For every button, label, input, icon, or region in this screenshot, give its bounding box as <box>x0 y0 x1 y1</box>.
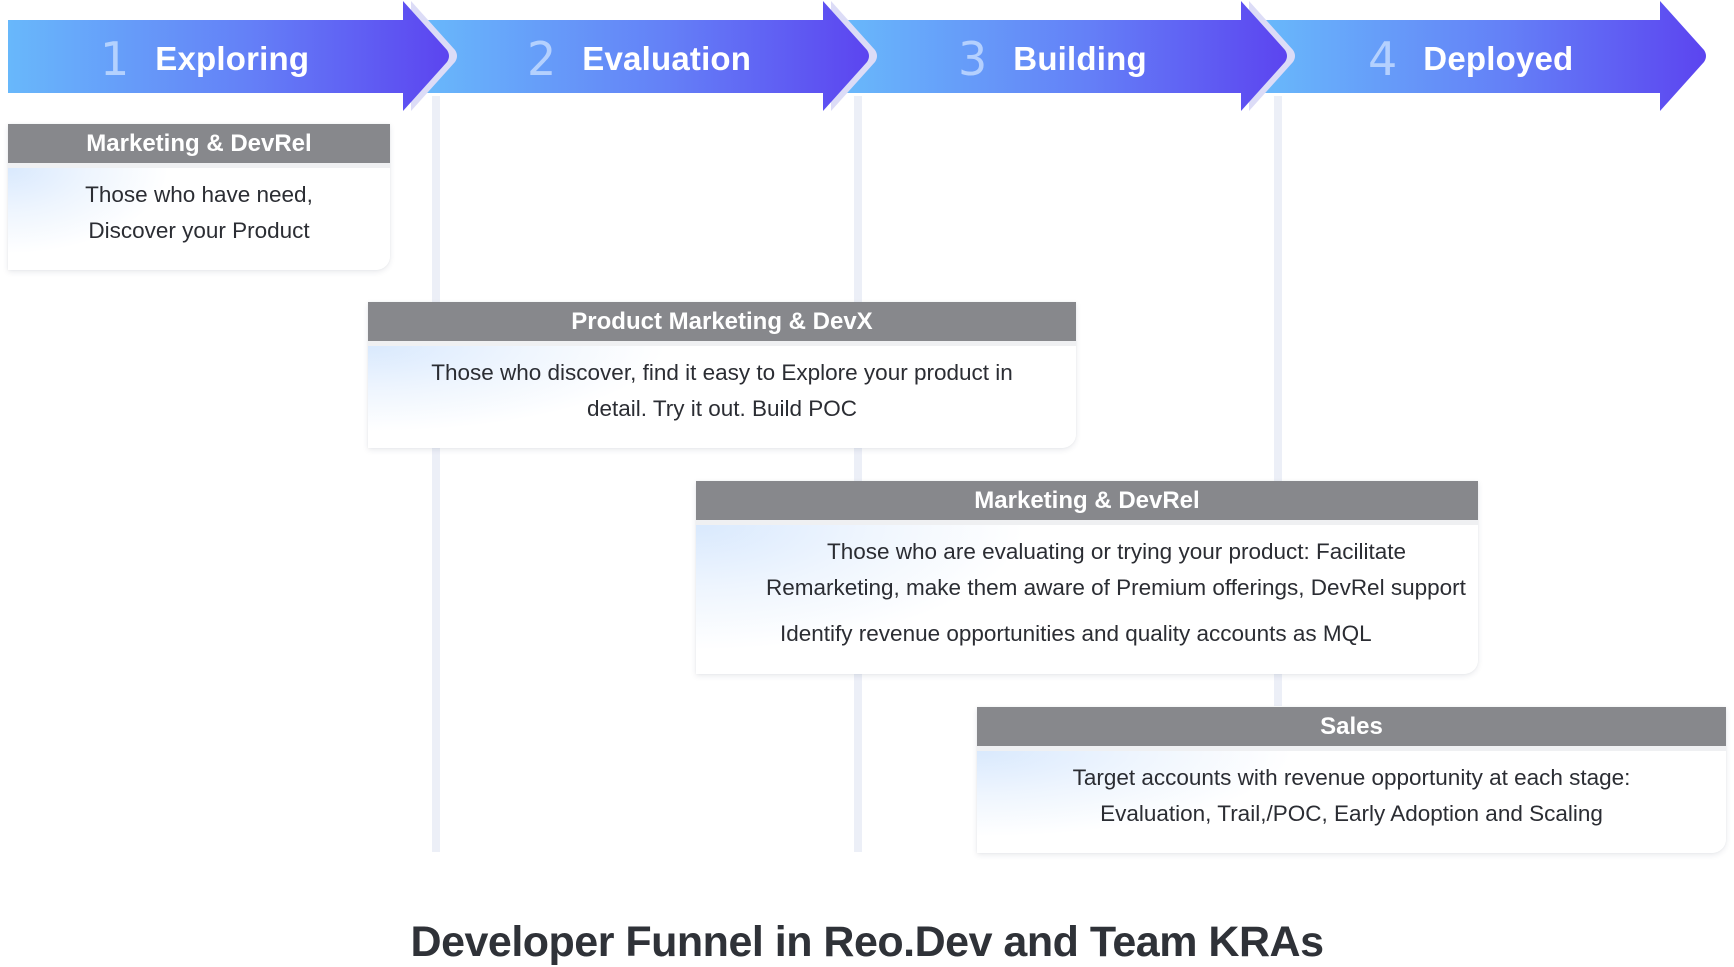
stage-number: 4 <box>1368 32 1398 86</box>
card-body: Those who discover, find it easy to Expl… <box>368 346 1076 448</box>
stage-3: 3 Building <box>958 32 1147 86</box>
card-text-line: Target accounts with revenue opportunity… <box>1072 765 1631 790</box>
card-text-line: Identify revenue opportunities and quali… <box>780 621 1372 646</box>
card-divider <box>977 746 1726 751</box>
card-team-header: Sales <box>977 707 1726 746</box>
stage-divider-3 <box>1274 96 1282 706</box>
stage-1: 1 Exploring <box>100 32 310 86</box>
card-team-header: Marketing & DevRel <box>8 124 390 163</box>
card-divider <box>696 520 1478 525</box>
card-team-header: Product Marketing & DevX <box>368 302 1076 341</box>
stage-arrow-1 <box>8 1 449 111</box>
card-text-line: Those who are evaluating or trying your … <box>827 539 1407 564</box>
stage-number: 2 <box>527 32 557 86</box>
card-text-line: Remarketing, make them aware of Premium … <box>766 575 1466 600</box>
stage-number: 1 <box>100 32 130 86</box>
stage-arrow-3 <box>845 1 1287 111</box>
kra-card-product-marketing-devx: Product Marketing & DevX Those who disco… <box>368 302 1076 448</box>
card-body: Those who are evaluating or trying your … <box>696 525 1478 674</box>
card-text-line: Evaluation, Trail,/POC, Early Adoption a… <box>1100 801 1603 826</box>
stage-arrow-2 <box>425 1 869 111</box>
card-text-line: Those who have need, <box>85 182 313 207</box>
stage-name: Exploring <box>155 40 310 77</box>
kra-card-marketing-devrel-building: Marketing & DevRel Those who are evaluat… <box>696 481 1478 674</box>
kra-card-sales: Sales Target accounts with revenue oppor… <box>977 707 1726 853</box>
diagram-title: Developer Funnel in Reo.Dev and Team KRA… <box>410 918 1324 966</box>
card-divider <box>368 341 1076 346</box>
card-divider <box>8 163 390 168</box>
card-text-line: detail. Try it out. Build POC <box>586 396 858 421</box>
stage-arrow-4 <box>1265 1 1706 111</box>
card-body: Those who have need, Discover your Produ… <box>8 168 390 270</box>
stage-arrows <box>8 1 1706 111</box>
stage-name: Building <box>1013 40 1147 77</box>
card-text-line: Those who discover, find it easy to Expl… <box>431 360 1013 385</box>
stage-4: 4 Deployed <box>1368 32 1574 86</box>
card-team-header: Marketing & DevRel <box>696 481 1478 520</box>
card-text-line: Discover your Product <box>88 218 310 243</box>
stage-name: Deployed <box>1423 40 1574 77</box>
card-body: Target accounts with revenue opportunity… <box>977 751 1726 853</box>
stage-divider-2 <box>854 96 862 852</box>
kra-card-marketing-devrel-exploring: Marketing & DevRel Those who have need, … <box>8 124 390 270</box>
stage-number: 3 <box>958 32 988 86</box>
stage-divider-1 <box>432 96 440 852</box>
stage-name: Evaluation <box>582 40 752 77</box>
stage-2: 2 Evaluation <box>527 32 752 86</box>
